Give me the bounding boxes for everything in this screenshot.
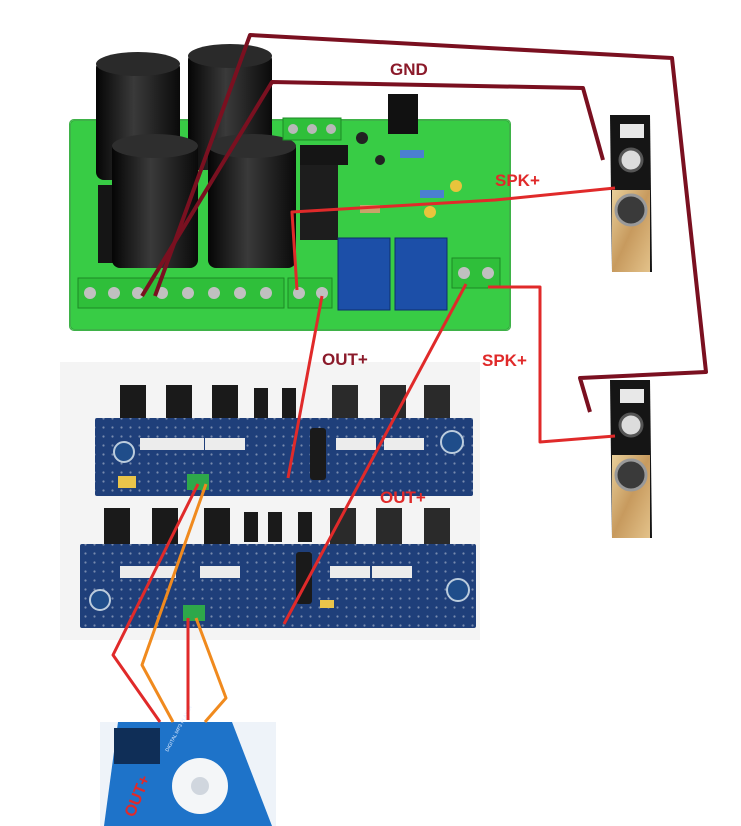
gnd-wire-outer: [153, 33, 708, 413]
gnd-wire-inner: [140, 80, 605, 298]
amp-board-top: [60, 362, 480, 500]
amp-board-bottom: [60, 500, 480, 640]
spk-plus-wire-top: [290, 186, 616, 291]
power-transistor: [332, 385, 358, 421]
relay: [337, 237, 391, 311]
spk-plus-wire-bottom: [488, 285, 616, 444]
regulator-block: [300, 145, 348, 165]
out-plus-label-top: OUT+: [322, 350, 368, 369]
capacitor: [112, 134, 198, 268]
speaker-bottom: [610, 380, 652, 538]
capacitor: [208, 134, 296, 268]
out-plus-wire-bottom: [282, 283, 468, 625]
speaker-top: [610, 115, 652, 272]
power-transistor: [166, 385, 192, 421]
terminal-strip: [77, 257, 501, 309]
relay: [394, 237, 448, 311]
power-transistor: [212, 385, 238, 421]
spk-plus-label-mid: SPK+: [482, 351, 527, 370]
protection-board: [69, 44, 511, 331]
input-wire-orange-right: [194, 617, 228, 723]
power-transistor: [120, 385, 146, 421]
transistor-heatsink: [388, 94, 418, 134]
power-transistor: [104, 508, 130, 544]
out-plus-wire-top: [286, 295, 324, 479]
input-wire-red-left: [111, 483, 200, 723]
mp3-screen: [114, 728, 160, 764]
power-transistor: [424, 385, 450, 421]
power-transistor: [152, 508, 178, 544]
power-transistor: [204, 508, 230, 544]
power-transistor: [424, 508, 450, 544]
bridge-rectifier: [300, 165, 338, 240]
mp3-player: DIGITAL MP3 PLAYER OUT+: [100, 704, 276, 826]
power-transistor: [376, 508, 402, 544]
gnd-label: GND: [390, 60, 428, 79]
out-plus-label-bottom: OUT+: [380, 488, 426, 507]
spk-plus-label-top: SPK+: [495, 171, 540, 190]
input-wire-orange-left: [140, 483, 208, 723]
